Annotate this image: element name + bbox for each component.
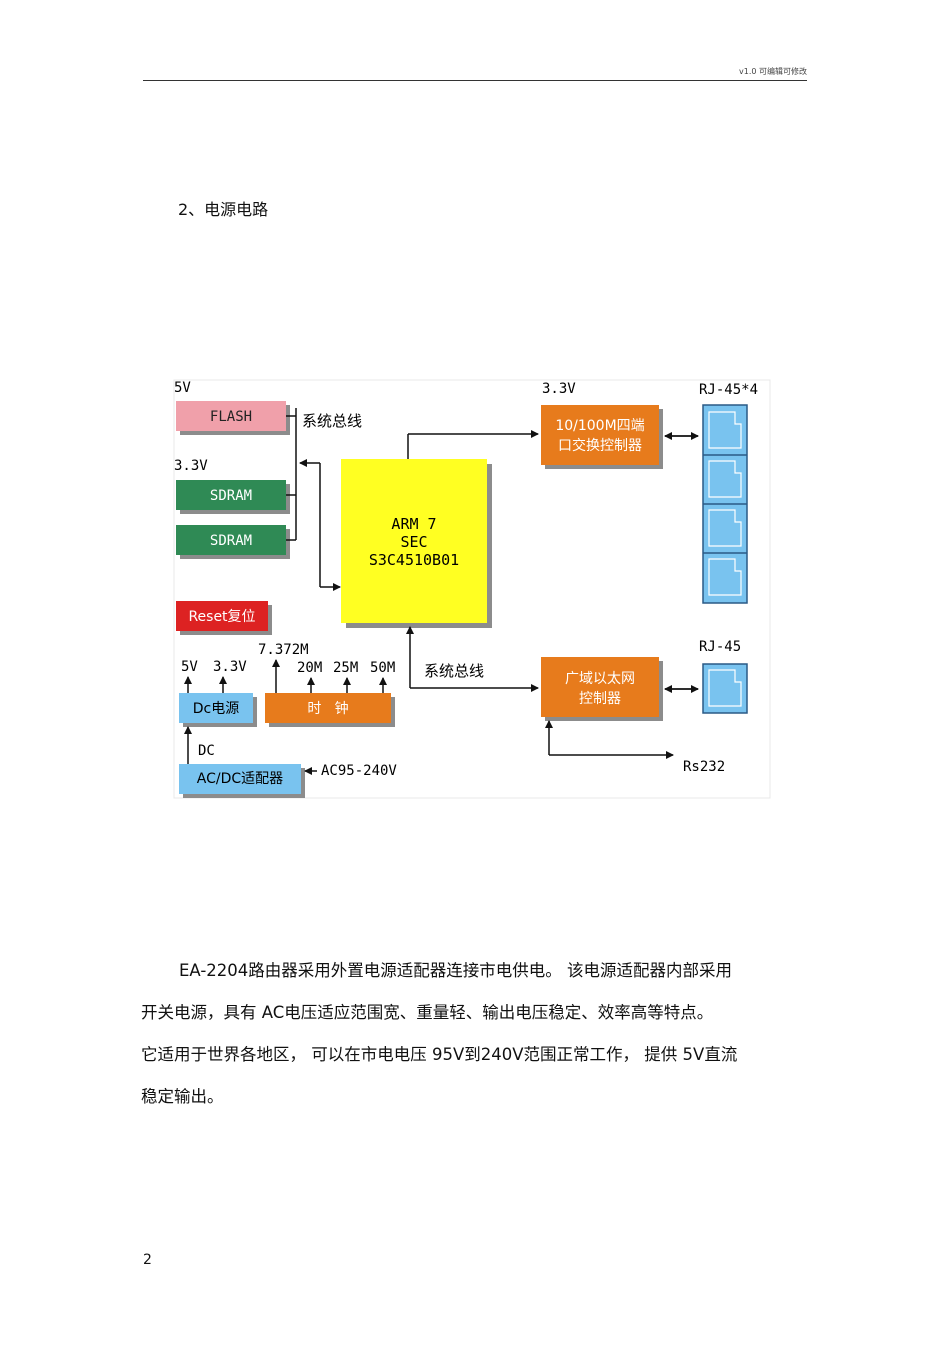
section-heading: 2、电源电路 (178, 200, 269, 219)
dc-power-label: Dc电源 (193, 701, 239, 717)
dc-out-5v-label: 5V (181, 659, 198, 675)
para-line-4: 稳定输出。 (141, 1087, 224, 1106)
dc-out-33v-label: 3.3V (213, 659, 247, 675)
sdram1-box (176, 480, 286, 510)
wan-label-1: 广域以太网 (565, 671, 635, 687)
rs232-label: Rs232 (683, 759, 725, 775)
clock-7372-label: 7.372M (258, 642, 309, 658)
switch-controller-box (541, 405, 659, 465)
reset-box (176, 601, 268, 631)
clock-box (265, 693, 391, 723)
ac-input-label: AC95-240V (321, 763, 397, 779)
cpu-label-1: ARM 7 (391, 515, 436, 533)
sysbus-top-label: 系统总线 (302, 412, 362, 430)
clock-50-label: 50M (370, 660, 395, 676)
flash-label: FLASH (210, 409, 252, 425)
header-rule (143, 80, 807, 81)
reset-label: Reset复位 (188, 608, 255, 625)
sdram2-box (176, 525, 286, 555)
volt-33v-switch-label: 3.3V (542, 381, 576, 397)
clock-label: 时 钟 (307, 700, 348, 717)
body-paragraph-line: EA-2204路由器采用外置电源适配器连接市电供电。 该电源适配器内部采用 (141, 950, 806, 992)
adapter-label: AC/DC适配器 (197, 771, 283, 787)
rj45x4-label: RJ-45*4 (699, 382, 758, 398)
switch-label-1: 10/100M四端 (555, 418, 644, 434)
para-line-2: 开关电源，具有 AC电压适应范围宽、重量轻、输出电压稳定、效率高等特点。 (141, 1003, 714, 1022)
rj45-label: RJ-45 (699, 639, 741, 655)
sdram1-label: SDRAM (210, 488, 252, 504)
sdram2-label: SDRAM (210, 533, 252, 549)
clock-25-label: 25M (333, 660, 358, 676)
cpu-label-3: S3C4510B01 (369, 551, 459, 569)
rj45-single (702, 663, 748, 714)
rj45-port-icon (708, 669, 742, 707)
clock-20-label: 20M (297, 660, 322, 676)
page-number: 2 (143, 1252, 152, 1268)
para-line-1: EA-2204路由器采用外置电源适配器连接市电供电。 该电源适配器内部采用 (179, 961, 733, 980)
wan-controller-box (541, 657, 659, 717)
dc-power-box (179, 693, 253, 723)
dc-label: DC (198, 743, 215, 759)
para-line-3: 它适用于世界各地区， 可以在市电电压 95V到240V范围正常工作， 提供 5V… (141, 1045, 738, 1064)
header-version-note: v1.0 可编辑可修改 (739, 67, 807, 76)
cpu-label-2: SEC (400, 533, 427, 551)
rj45-port-icon (703, 411, 747, 596)
cpu-box (341, 459, 487, 623)
switch-label-2: 口交换控制器 (558, 437, 642, 454)
volt-33v-mem-label: 3.3V (174, 458, 208, 474)
sysbus-bottom-label: 系统总线 (424, 662, 484, 680)
adapter-box (179, 764, 301, 794)
flash-box (176, 401, 286, 431)
volt-5v-label: 5V (174, 380, 191, 396)
wan-label-2: 控制器 (579, 691, 621, 707)
